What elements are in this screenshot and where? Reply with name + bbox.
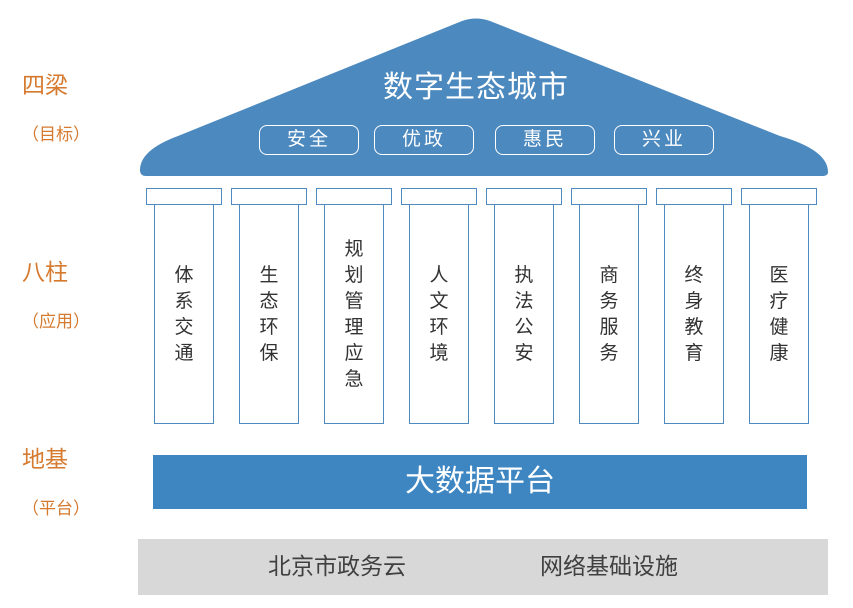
pillar-business-label: 商务服务 xyxy=(599,264,619,364)
layer-label-pillars-main: 八柱 xyxy=(22,260,68,286)
big-data-platform: 大数据平台 xyxy=(153,455,807,509)
layer-label-pillars-sub: （应用） xyxy=(22,312,90,332)
pillar-ecology: 生态环保 xyxy=(239,205,299,424)
foundation-bar: 北京市政务云 网络基础设施 xyxy=(138,539,828,595)
pillar-law-label: 执法公安 xyxy=(514,264,534,364)
layer-label-foundation-sub: （平台） xyxy=(22,499,90,519)
pillar-health-label: 医疗健康 xyxy=(769,264,789,364)
foundation-gov-cloud: 北京市政务云 xyxy=(268,554,406,580)
goal-governance: 优政 xyxy=(374,125,474,155)
pillar-cap-ecology xyxy=(231,188,307,205)
roof-fill xyxy=(140,18,828,176)
pillar-cap-education xyxy=(656,188,732,205)
pillar-ecology-label: 生态环保 xyxy=(259,264,279,364)
goal-safety: 安全 xyxy=(259,125,359,155)
layer-label-beams-main: 四梁 xyxy=(22,73,68,99)
pillar-cap-law xyxy=(486,188,562,205)
pillar-cap-planning xyxy=(316,188,392,205)
layer-label-pillars: 八柱 （应用） xyxy=(22,253,90,332)
pillar-cap-health xyxy=(741,188,817,205)
layer-label-foundation: 地基 （平台） xyxy=(22,440,90,519)
pillar-cap-culture xyxy=(401,188,477,205)
pillar-transport-label: 体系交通 xyxy=(174,264,194,364)
layer-label-beams-sub: （目标） xyxy=(22,125,90,145)
pillar-health: 医疗健康 xyxy=(749,205,809,424)
pillar-culture: 人文环境 xyxy=(409,205,469,424)
layer-label-beams: 四梁 （目标） xyxy=(22,66,90,145)
pillar-cap-transport xyxy=(146,188,222,205)
pillar-law: 执法公安 xyxy=(494,205,554,424)
layer-label-foundation-main: 地基 xyxy=(22,447,68,473)
pillar-transport: 体系交通 xyxy=(154,205,214,424)
roof-shape xyxy=(140,18,828,176)
pillar-culture-label: 人文环境 xyxy=(429,264,449,364)
pillar-business: 商务服务 xyxy=(579,205,639,424)
pillar-cap-business xyxy=(571,188,647,205)
pillar-education: 终身教育 xyxy=(664,205,724,424)
roof-title: 数字生态城市 xyxy=(383,70,569,105)
pillar-education-label: 终身教育 xyxy=(684,264,704,364)
goal-people: 惠民 xyxy=(495,125,595,155)
goal-industry: 兴业 xyxy=(614,125,714,155)
pillar-planning: 规划管理应急 xyxy=(324,205,384,424)
pillar-planning-label: 规划管理应急 xyxy=(344,238,364,390)
foundation-network-infra: 网络基础设施 xyxy=(540,554,678,580)
